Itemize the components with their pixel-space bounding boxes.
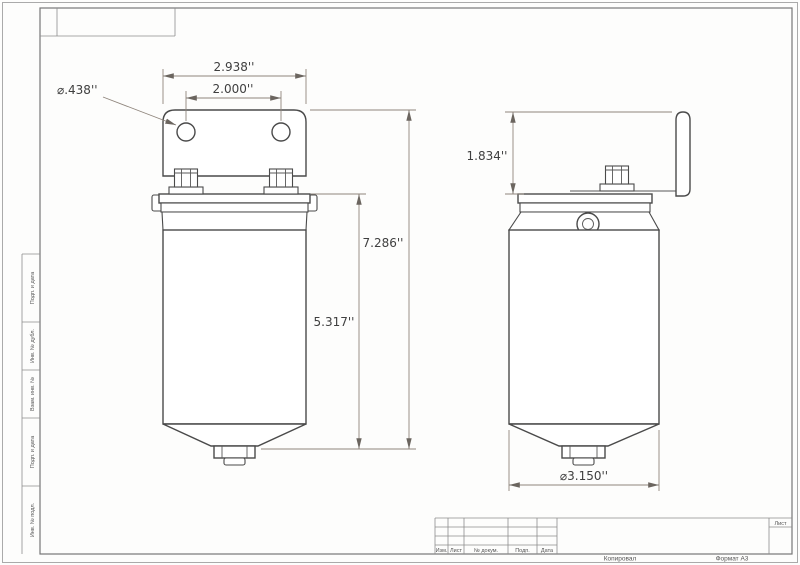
margin-label-inv-podl: Инв. № подл. bbox=[30, 502, 36, 537]
front-head-neck bbox=[161, 211, 308, 231]
dim-bracket-width: 2.938'' bbox=[162, 60, 307, 104]
front-bottom-nipple bbox=[223, 457, 246, 466]
front-body-bottom-taper bbox=[162, 423, 307, 447]
side-bracket-plate bbox=[675, 111, 691, 197]
side-head-band bbox=[519, 202, 651, 213]
front-bracket-hole-right bbox=[271, 122, 291, 142]
side-head bbox=[507, 193, 660, 236]
titleblock-col-izm: Изм. bbox=[436, 548, 448, 554]
side-bottom-fitting bbox=[561, 445, 606, 459]
margin-label-podp-data-1: Подп. и дата bbox=[30, 271, 36, 304]
front-head-band bbox=[160, 202, 309, 213]
side-head-flange bbox=[517, 193, 653, 204]
margin-label-vzam-inv: Взам. инв. № bbox=[30, 377, 36, 411]
front-bracket-plate bbox=[162, 109, 307, 177]
titleblock-col-podp: Подп. bbox=[515, 548, 530, 554]
margin-label-podp-data-2: Подп. и дата bbox=[30, 435, 36, 468]
dim-overall-height: 7.286'' bbox=[261, 109, 416, 450]
dim-body-height: 5.317'' bbox=[311, 193, 366, 449]
side-bottom-nipple bbox=[572, 457, 595, 466]
drawing-frame bbox=[39, 7, 793, 555]
dim-hole-spacing: 2.000'' bbox=[185, 82, 282, 121]
front-bracket-hole-left bbox=[176, 122, 196, 142]
front-view bbox=[151, 109, 318, 466]
side-body bbox=[508, 229, 660, 425]
left-margin-strip: Подп. и дата Инв. № дубл. Взам. инв. № П… bbox=[21, 253, 40, 554]
titleblock-col-list: Лист bbox=[450, 548, 462, 554]
titleblock-col-doc: № докум. bbox=[474, 548, 499, 554]
footer-format-label: Формат A3 bbox=[716, 556, 749, 563]
dim-text-hole-spacing: 2.000'' bbox=[213, 82, 254, 96]
titleblock-col-data: Дата bbox=[541, 548, 554, 554]
title-block: Изм. Лист № докум. Подп. Дата Лист bbox=[434, 517, 792, 554]
dim-text-body-diameter: ⌀3.150'' bbox=[560, 469, 608, 483]
footer-labels: Копировал Формат A3 bbox=[604, 556, 749, 563]
dimensions: 2.938'' 2.000'' ⌀.438'' 7.286'' 5.317'' bbox=[57, 60, 672, 491]
dim-text-hole-diameter: ⌀.438'' bbox=[57, 83, 98, 97]
front-head bbox=[151, 193, 318, 231]
front-head-flange bbox=[158, 193, 311, 204]
titleblock-sheet-label: Лист bbox=[775, 521, 787, 527]
top-left-boxes bbox=[40, 8, 176, 37]
front-bottom-fitting bbox=[213, 445, 256, 459]
side-view bbox=[507, 111, 691, 466]
margin-label-inv-dubl: Инв. № дубл. bbox=[30, 329, 36, 364]
dim-text-bracket-width: 2.938'' bbox=[214, 60, 255, 74]
front-body bbox=[162, 229, 307, 425]
dim-bracket-height: 1.834'' bbox=[467, 111, 672, 195]
dim-body-diameter: ⌀3.150'' bbox=[508, 430, 660, 491]
front-bolt-right bbox=[263, 168, 299, 195]
dim-hole-diameter: ⌀.438'' bbox=[57, 83, 177, 126]
side-bolt bbox=[599, 165, 635, 192]
dim-text-body-height: 5.317'' bbox=[314, 315, 355, 329]
footer-copied-label: Копировал bbox=[604, 556, 637, 563]
dim-text-bracket-height: 1.834'' bbox=[467, 149, 508, 163]
front-bolt-left bbox=[168, 168, 204, 195]
dim-text-overall-height: 7.286'' bbox=[363, 236, 404, 250]
side-body-bottom-taper bbox=[508, 423, 660, 447]
